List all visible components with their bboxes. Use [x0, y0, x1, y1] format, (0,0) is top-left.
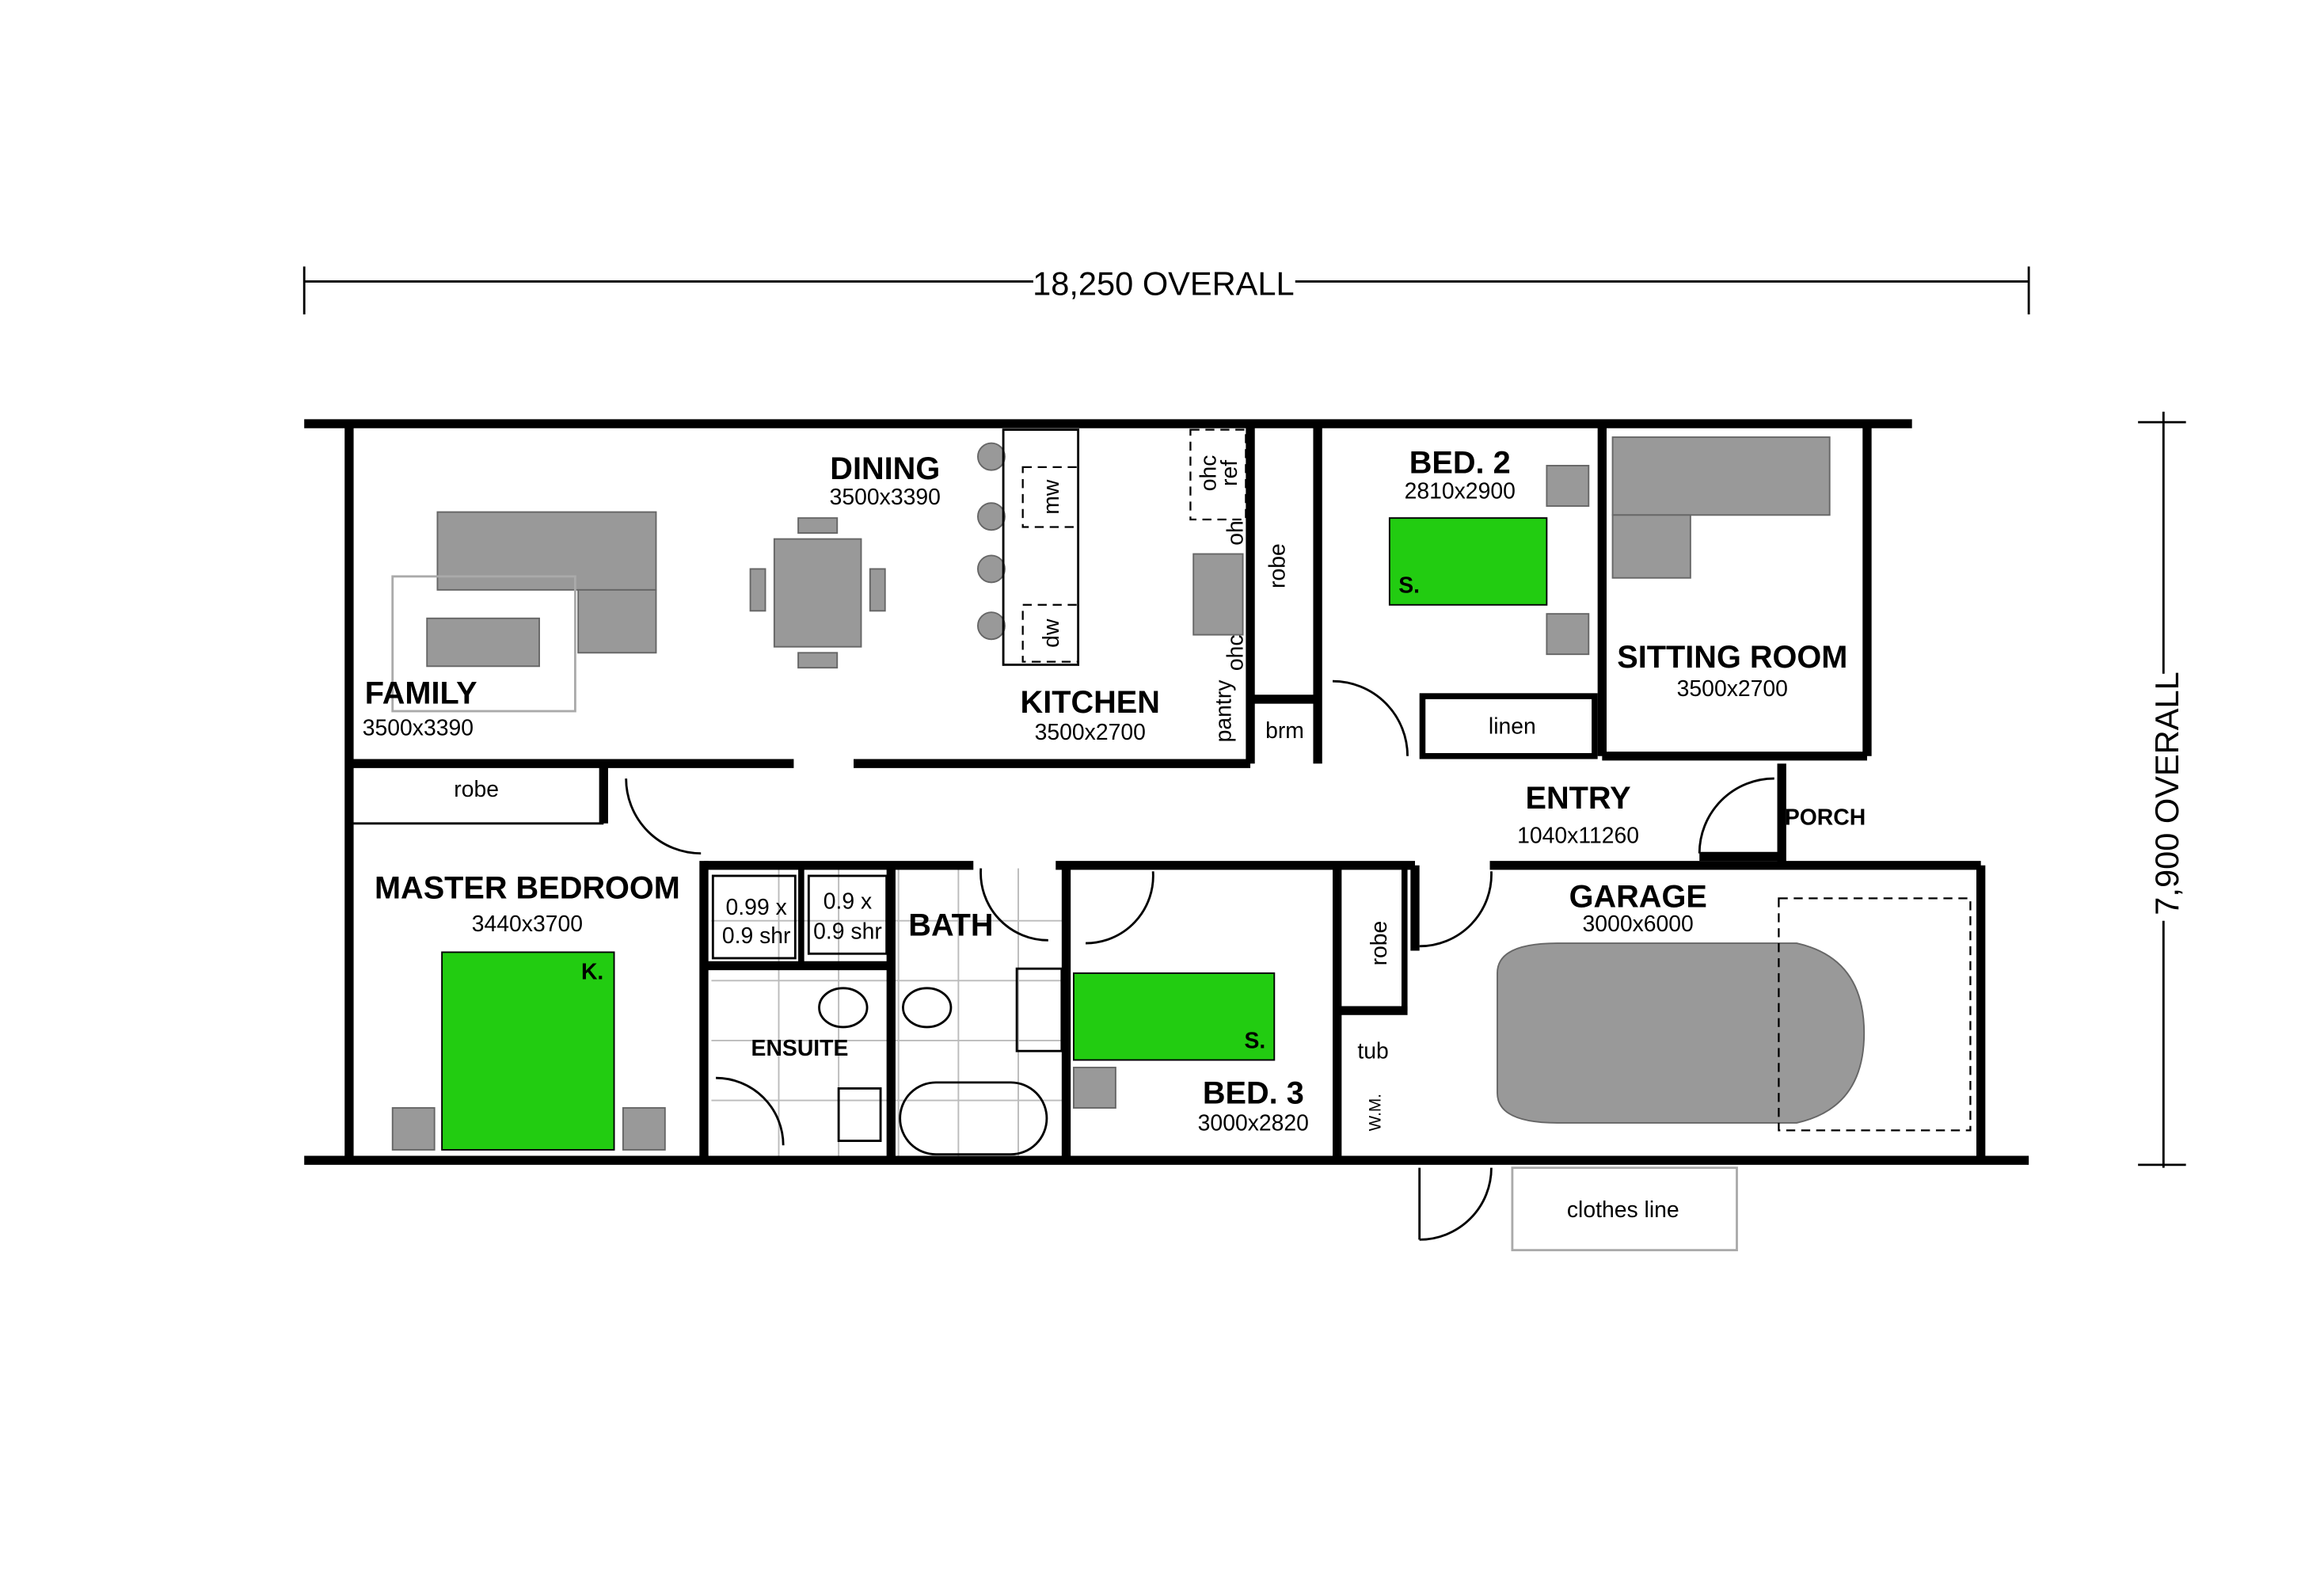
- garage-size: 3000x6000: [1583, 911, 1694, 937]
- sitting-sofa: [1611, 436, 1831, 516]
- brm-label: brm: [1265, 718, 1304, 744]
- sitting-sofa-chaise: [1611, 514, 1691, 579]
- bed3: S.: [1073, 972, 1276, 1109]
- wm-label: W.M.: [1367, 1094, 1385, 1131]
- overall-depth-label: 7,900 OVERALL: [2148, 672, 2185, 915]
- shower2-size-b: 0.9 shr: [813, 919, 882, 944]
- master-size: 3440x3700: [472, 911, 583, 937]
- fixture-labels: mw dw ohc ref oh ohc pantry robe brm lin…: [454, 455, 1679, 1223]
- ohc-label: ohc: [1196, 455, 1222, 492]
- bed3-robe-label: robe: [1367, 921, 1392, 966]
- family-sofa: [391, 511, 657, 713]
- shower2-size-a: 0.9 x: [823, 889, 872, 915]
- entry-name: ENTRY: [1526, 781, 1631, 816]
- master-robe-label: robe: [454, 777, 499, 802]
- bed2-label-s: S.: [1398, 573, 1420, 599]
- sitting-name: SITTING ROOM: [1617, 640, 1847, 675]
- garage-name: GARAGE: [1569, 880, 1707, 915]
- kitchen-name: KITCHEN: [1021, 685, 1160, 720]
- clothes-line-label: clothes line: [1567, 1197, 1679, 1223]
- bed2-size: 2810x2900: [1405, 479, 1516, 504]
- overall-width-label: 18,250 OVERALL: [1033, 264, 1295, 302]
- family-size: 3500x3390: [363, 715, 474, 740]
- oh-label: oh: [1223, 520, 1249, 546]
- kitchen-island: [977, 428, 1247, 666]
- dining-table: [749, 517, 886, 669]
- master-name: MASTER BEDROOM: [375, 870, 680, 905]
- bed2-name: BED. 2: [1409, 445, 1511, 480]
- kitchen-size: 3500x2700: [1035, 720, 1146, 745]
- dining-name: DINING: [830, 451, 940, 486]
- walls: [304, 419, 2029, 1165]
- bed3-label-s: S.: [1244, 1028, 1265, 1053]
- mw-label: mw: [1039, 479, 1064, 515]
- clothes-line-area: [1511, 1166, 1738, 1252]
- room-labels: FAMILY 3500x3390 DINING 3500x3390 KITCHE…: [363, 445, 1866, 1136]
- master-bed-label-k: K.: [581, 959, 603, 984]
- shower1-size-b: 0.9 shr: [722, 923, 791, 949]
- porch-name: PORCH: [1785, 805, 1866, 831]
- depth-dimension: 7,900 OVERALL: [2138, 411, 2186, 1168]
- entry-size: 1040x11260: [1517, 823, 1639, 848]
- sitting-size: 3500x2700: [1677, 676, 1788, 702]
- dining-size: 3500x3390: [830, 485, 941, 510]
- bath-name: BATH: [908, 908, 993, 943]
- bed3-size: 3000x2820: [1198, 1110, 1309, 1136]
- ohc-lower-label: ohc: [1223, 634, 1249, 671]
- pantry-label: pantry: [1211, 679, 1236, 743]
- linen-label: linen: [1489, 714, 1536, 739]
- tub-label: tub: [1357, 1039, 1388, 1064]
- family-name: FAMILY: [365, 676, 477, 711]
- master-bed: K.: [391, 951, 666, 1151]
- doors: [625, 679, 1774, 1241]
- width-dimension: 18,250 OVERALL: [302, 264, 2030, 315]
- bed2: S.: [1388, 465, 1590, 656]
- car: [1497, 897, 1972, 1132]
- bed2-robe-label: robe: [1265, 543, 1291, 588]
- ref-label: ref: [1217, 460, 1242, 486]
- dw-label: dw: [1039, 618, 1064, 648]
- bed3-name: BED. 3: [1203, 1075, 1304, 1110]
- bath-fixtures: [711, 874, 1063, 1156]
- shower1-size-a: 0.99 x: [726, 895, 787, 920]
- ensuite-name: ENSUITE: [751, 1036, 849, 1061]
